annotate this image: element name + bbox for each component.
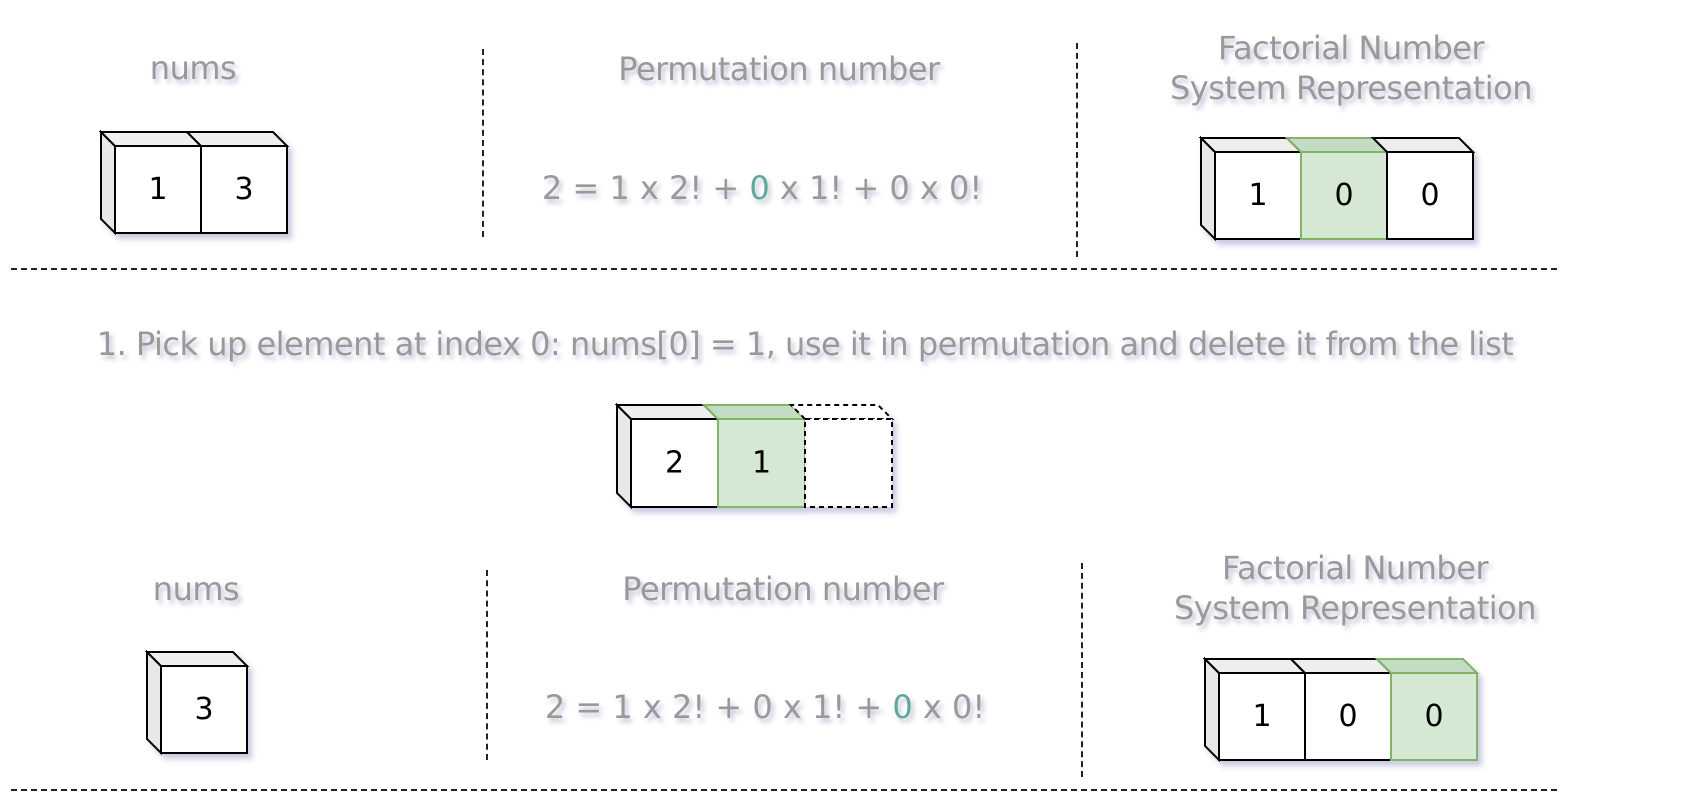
array-cell: 1 [98,131,204,234]
box-front-face [804,418,893,508]
box-front-face [717,418,806,508]
section-divider [11,789,1557,791]
divider [486,570,488,760]
cell-value: 1 [148,172,167,207]
array-cell: 1 [701,404,808,508]
equation-part: 2 = 1 x 2! + [541,169,750,207]
highlighted-digit: 0 [749,169,770,207]
permutation-label-top: Permutation number [618,50,940,88]
cell-value: 3 [234,172,253,207]
cell-value: 0 [1424,699,1443,734]
nums-array-bottom: 3 [144,649,250,756]
array-cell: 3 [144,651,250,754]
box-top-face [184,131,290,147]
divider [1081,563,1083,777]
fns-label-line2: System Representation [1173,589,1537,627]
equation-part: x 1! + 0 x 0! [769,169,983,207]
fns-label-line1: Factorial Number [1221,549,1489,587]
box-top-face [144,651,250,667]
box-top-face [1284,137,1390,153]
section-divider [11,268,1557,270]
cell-value: 1 [1248,178,1267,213]
box-front-face [1218,672,1306,761]
fns-label-line2: System Representation [1169,69,1533,107]
box-front-face [1390,672,1478,761]
step-description: 1. Pick up element at index 0: nums[0] =… [96,325,1514,363]
nums-label-bottom: nums [152,570,240,608]
highlighted-digit: 0 [892,688,913,726]
fns-label-top: Factorial Number System Representation [1169,28,1533,108]
box-top-face [701,404,808,420]
array-cell: 0 [1370,137,1476,240]
box-top-face [1198,137,1304,153]
cell-value: 1 [752,446,771,481]
box-side-face [1200,135,1216,242]
box-front-face [630,418,719,508]
box-side-face [100,129,116,236]
fns-label-bottom: Factorial Number System Representation [1173,548,1537,628]
box-front-face [160,665,248,754]
box-front-face [114,145,202,234]
cell-value: 0 [1334,178,1353,213]
box-side-face [146,649,162,756]
box-top-face [614,404,721,420]
equation-top: 2 = 1 x 2! + 0 x 1! + 0 x 0! [542,169,982,207]
array-cell: 0 [1288,658,1394,761]
array-cell: 2 [614,404,721,508]
box-top-face [1374,658,1480,674]
nums-label-top: nums [149,49,237,87]
box-side-face [1204,656,1220,763]
cell-value: 2 [665,446,684,481]
permutation-label-bottom: Permutation number [622,570,944,608]
array-cell [788,404,895,508]
box-top-face [1288,658,1394,674]
box-front-face [1214,151,1302,240]
fns-array-bottom: 1 0 0 [1202,656,1480,763]
equation-bottom: 2 = 1 x 2! + 0 x 1! + 0 x 0! [545,688,985,726]
box-front-face [200,145,288,234]
array-cell: 0 [1374,658,1480,761]
cell-value: 3 [194,692,213,727]
fns-array-top: 1 0 0 [1198,135,1476,242]
fns-label-line1: Factorial Number [1217,29,1485,67]
box-front-face [1300,151,1388,240]
array-cell: 1 [1202,658,1308,761]
divider [1076,43,1078,257]
cell-value: 0 [1420,178,1439,213]
box-top-face [98,131,204,147]
array-cell: 1 [1198,137,1304,240]
equation-part: 2 = 1 x 2! + 0 x 1! + [544,688,893,726]
box-top-face [788,404,895,420]
box-front-face [1386,151,1474,240]
box-top-face [1370,137,1476,153]
box-front-face [1304,672,1392,761]
array-cell: 0 [1284,137,1390,240]
array-cell: 3 [184,131,290,234]
cell-value: 1 [1252,699,1271,734]
box-side-face [616,402,632,510]
cell-value: 0 [1338,699,1357,734]
divider [482,49,484,237]
box-top-face [1202,658,1308,674]
equation-part: x 0! [912,688,986,726]
